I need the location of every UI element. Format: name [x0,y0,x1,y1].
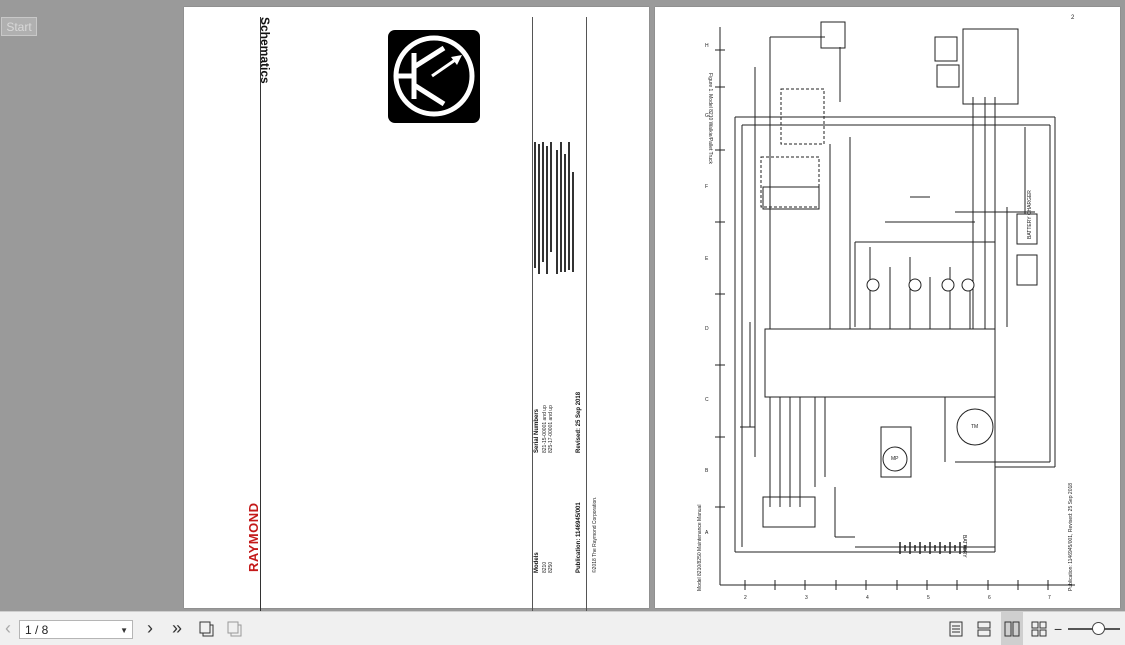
grid-label: D [705,326,709,332]
revision-date: Revised: 25 Sep 2018 [576,391,582,453]
wiring-schematic [715,21,1075,590]
grid-number: 5 [927,595,930,601]
charger-label: BATTERY CHARGER [1027,190,1033,239]
page-selector[interactable]: 1 / 8 ▼ [19,620,133,639]
grid-label: C [705,397,709,403]
pump-motor-label: MP [891,456,899,462]
brand-wordmark: RAYMOND [246,502,261,572]
model-item: 8250 [548,561,554,573]
grid-number: 6 [988,595,991,601]
copy-pages-icon[interactable] [196,612,218,645]
grid-label: B [705,468,709,474]
legal-text-block [534,142,574,274]
battery-label: BATTERY [961,535,967,558]
publication-number: Publication: 1146945/001 [576,502,582,573]
page-number: 2 [1071,15,1075,21]
start-button[interactable]: Start [1,17,37,36]
zoom-out-icon[interactable]: − [1054,621,1063,637]
traction-motor-label: TM [971,424,979,430]
grid-number: 7 [1048,595,1051,601]
two-page-view-icon[interactable] [1001,612,1023,645]
brand-logo-icon [388,30,480,123]
page-indicator: 1 / 8 [25,622,49,637]
document-page-2: 2 Figure 1. Model 8210 Walkie/Pallet Tru… [655,7,1120,608]
prev-page-icon[interactable]: ‹ [5,618,11,638]
serial-label: Serial Numbers [534,408,540,453]
grid-label: E [705,256,709,262]
grid-number: 2 [744,595,747,601]
continuous-view-icon[interactable] [974,612,994,645]
divider-line [260,17,261,611]
rotate-pages-icon[interactable] [224,612,246,645]
grid-number: 3 [805,595,808,601]
serial-item: 825-17-00001 and up [548,405,554,453]
zoom-slider-handle[interactable] [1092,622,1105,635]
last-page-icon[interactable]: » [171,618,182,638]
next-page-icon[interactable]: › [147,618,153,638]
two-page-continuous-icon[interactable] [1029,612,1049,645]
grid-label: H [705,43,709,49]
single-page-view-icon[interactable] [946,612,966,645]
divider-line [586,17,587,611]
divider-line [532,17,533,611]
chevron-down-icon: ▼ [120,626,128,635]
models-label: Models [534,552,540,573]
bottom-toolbar: ‹ 1 / 8 ▼ › » − [0,611,1125,645]
grid-label: A [705,530,709,536]
document-page-1: Schematics RAYMOND Models 8210 8250 Seri… [184,7,649,611]
grid-label: G [705,113,709,119]
grid-number: 4 [866,595,869,601]
grid-label: F [705,184,709,190]
copyright: ©2018 The Raymond Corporation. [592,496,598,573]
